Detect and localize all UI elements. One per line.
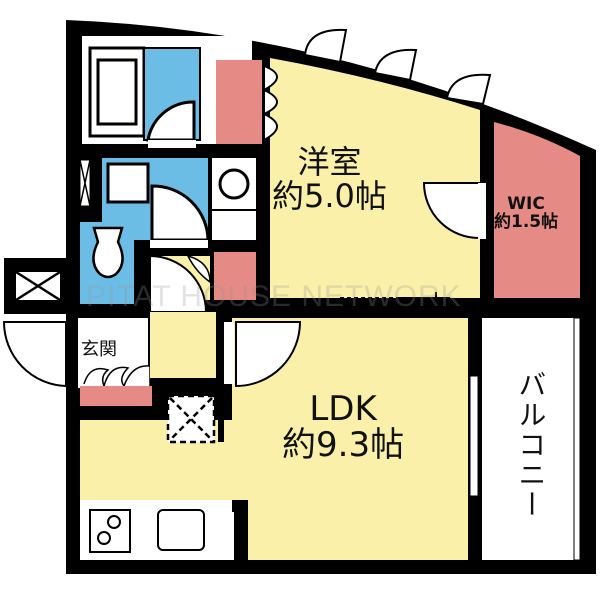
shoe-closet — [80, 386, 152, 406]
watermark: PITAT HOUSE NETWORK — [86, 280, 462, 313]
balcony — [482, 318, 576, 560]
western-room — [270, 58, 480, 298]
toilet-bowl — [92, 226, 124, 279]
windows — [303, 28, 492, 106]
wic-name: WIC — [507, 194, 545, 214]
wic-size: 約1.5帖 — [494, 211, 559, 232]
closet-doors — [263, 64, 278, 142]
balcony-door — [469, 375, 479, 497]
closet-western — [216, 60, 262, 144]
ldk — [80, 318, 468, 560]
washing-machine-drain — [218, 168, 250, 200]
ldk-size: 約9.3帖 — [282, 424, 405, 465]
western-room-label: 洋室 約5.0帖 — [272, 143, 387, 215]
bath-door-swing — [146, 100, 196, 142]
entrance-door — [2, 321, 67, 388]
shoe-closet-doors — [83, 365, 151, 387]
bathtub-inner — [96, 58, 138, 126]
western-room-name: 洋室 — [297, 143, 362, 181]
washroom-door — [150, 184, 210, 242]
entrance-label: 玄関 — [81, 339, 117, 360]
western-room-size: 約5.0帖 — [272, 176, 387, 215]
bath-door-sill — [148, 140, 196, 148]
closet-hall — [214, 252, 256, 300]
washroom-cabinet — [106, 162, 150, 204]
corridor — [150, 312, 216, 378]
partition-wall — [216, 300, 402, 312]
sink — [157, 509, 205, 551]
wic-label: WIC 約1.5帖 — [494, 194, 559, 232]
balcony-label: バルコニー — [514, 370, 548, 520]
toilet-door — [149, 254, 208, 313]
wic — [494, 122, 580, 298]
ldk-name: LDK — [309, 389, 377, 429]
ldk-label: LDK 約9.3帖 — [282, 389, 405, 465]
ldk-door — [235, 321, 302, 388]
